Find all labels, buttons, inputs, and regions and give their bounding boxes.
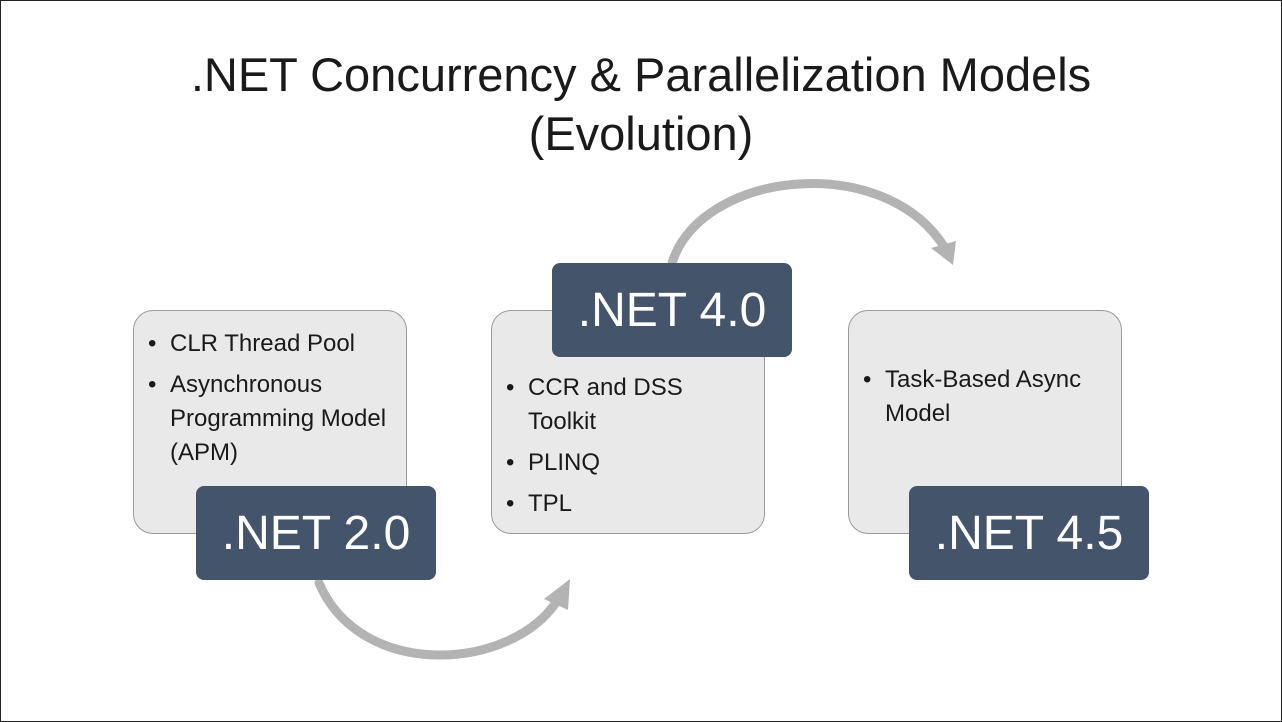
- arrow-head-4-0-to-4-5: [931, 241, 956, 265]
- bullet-item: PLINQ: [506, 446, 752, 480]
- bullet-list: Task-Based Async Model: [863, 363, 1109, 431]
- bullet-item: CLR Thread Pool: [148, 327, 394, 361]
- title-line-2: (Evolution): [528, 107, 754, 160]
- arrow-head-2-0-to-4-0: [544, 579, 570, 610]
- stage-label-net-4-5: .NET 4.5: [909, 486, 1149, 580]
- bullet-item: Task-Based Async Model: [863, 363, 1109, 431]
- bullet-item: CCR and DSS Toolkit: [506, 371, 752, 439]
- stage-label-net-4-0: .NET 4.0: [552, 263, 792, 357]
- bullet-list: CLR Thread Pool Asynchronous Programming…: [148, 327, 394, 470]
- title-line-1: .NET Concurrency & Parallelization Model…: [190, 48, 1092, 101]
- stage-label-net-2-0: .NET 2.0: [196, 486, 436, 580]
- bullet-item: TPL: [506, 487, 752, 521]
- slide-title: .NET Concurrency & Parallelization Model…: [1, 45, 1281, 163]
- arrow-2-0-to-4-0: [314, 578, 562, 660]
- arrow-4-0-to-4-5: [667, 179, 948, 268]
- bullet-list: CCR and DSS Toolkit PLINQ TPL: [506, 371, 752, 521]
- bullet-item: Asynchronous Programming Model (APM): [148, 368, 394, 470]
